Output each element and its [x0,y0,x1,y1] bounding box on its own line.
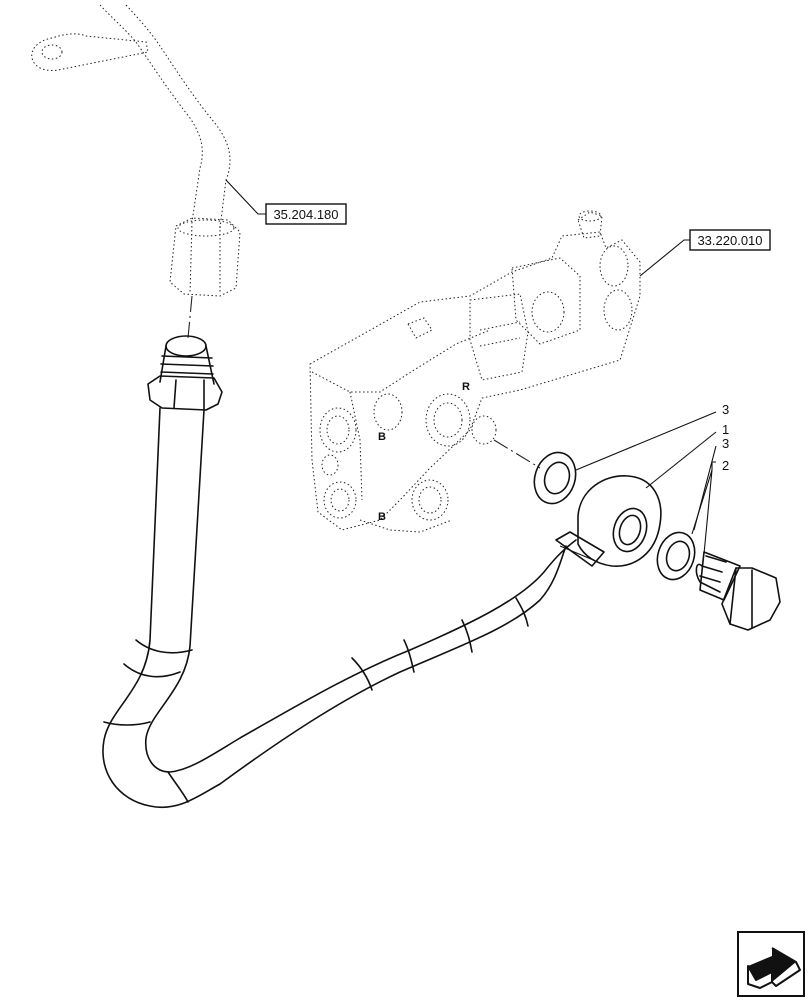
seal-washer-upper [533,451,577,505]
reference-tag-upper-pipe-label: 35.204.180 [273,207,338,222]
reference-tag-valve-label: 33.220.010 [697,233,762,248]
seal-washer-lower [656,531,696,581]
next-page-arrow-icon[interactable] [737,931,805,997]
upper-pipe [31,4,241,297]
assembly-axis-line [187,295,193,339]
banjo-axis-line [493,439,541,469]
callout-2: 2 [722,458,729,473]
callout-group: 3 1 3 2 [575,402,729,555]
valve-mark-b2: B [378,511,386,523]
valve-mark-b1: B [378,431,386,443]
callout-1: 1 [722,422,729,437]
reference-tag-valve[interactable]: 33.220.010 [639,229,771,277]
callout-3-top: 3 [722,402,729,417]
valve-body: R B B [309,210,641,533]
lower-pipe [102,335,662,809]
callout-3-bottom: 3 [722,436,729,451]
reference-tag-upper-pipe[interactable]: 35.204.180 [225,179,347,225]
banjo-bolt [695,551,781,631]
valve-mark-r: R [462,381,470,393]
